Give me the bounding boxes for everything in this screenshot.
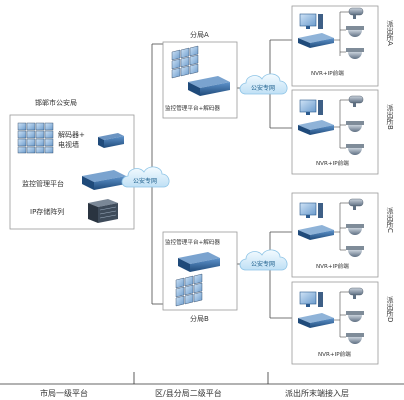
branch-b-video-wall-icon [175,273,203,307]
tier-city-label: 市局一级平台 [40,388,88,398]
station-b-device-label: NVR+IP前端 [316,159,349,167]
tier-axis: 市局一级平台 区/县分局二级平台 派出所末端接入层 [0,372,404,398]
camera-link-lines [334,291,349,338]
bullet-camera-icon [348,287,364,299]
center-cloud-label: 公安专网 [133,177,157,185]
nvr-device-icon [298,120,334,135]
branch-b-group: 监控管理平台+解码器 分局B [162,231,238,323]
branch-a-video-wall-icon [171,45,199,79]
branch-a-server-icon [188,76,230,96]
branch-a-cloud: 公安专网 [239,73,288,95]
dome-camera-icon [346,26,364,37]
decoder-label: 解码器+ [58,130,85,139]
station-b-side-label: 派出所B [386,104,394,130]
branch-b-platform-label: 监控管理平台+解码器 [165,238,220,246]
branch-b-title: 分局B [190,314,209,323]
camera-link-lines [334,99,349,149]
dome-camera-icon [346,121,364,132]
station-a-device-label: NVR+IP前端 [311,69,344,77]
station-a: NVR+IP前端 派出所A [291,5,394,87]
city-bureau-title: 邯郸市公安局 [35,98,77,107]
tier-station-label: 派出所末端接入层 [285,388,349,398]
station-d: NVR+IP前端 派出所D [291,281,394,365]
nvr-device-icon [298,313,334,328]
camera-link-lines [334,11,349,56]
workstation-icon [299,291,323,307]
dome-camera-icon [346,311,364,322]
branch-a-cloud-label: 公安专网 [251,84,275,92]
tier-district-label: 区/县分局二级平台 [155,388,222,398]
branch-a-title: 分局A [190,30,209,39]
dome-camera-icon [346,333,364,344]
decoder-device-icon [98,133,124,148]
tv-wall-icon [17,122,54,154]
station-a-side-label: 派出所A [386,20,394,46]
city-bureau-group: 邯郸市公安局 解码器+ 电 [9,98,135,230]
tv-wall-label: 电视墙 [58,140,79,149]
nvr-device-icon [298,33,334,48]
station-d-device-label: NVR+IP前端 [318,350,351,358]
station-c-device-label: NVR+IP前端 [316,262,349,270]
mgmt-platform-label: 监控管理平台 [22,179,64,188]
workstation-icon [299,202,323,218]
branch-b-cloud-label: 公安专网 [251,260,275,268]
ip-storage-array-icon [88,199,118,223]
camera-link-lines [334,202,349,251]
bullet-camera-icon [348,198,364,210]
station-b: NVR+IP前端 派出所B [291,89,394,175]
station-c: NVR+IP前端 派出所C [291,192,394,278]
ip-storage-label: IP存储阵列 [30,207,64,216]
station-d-side-label: 派出所D [386,296,394,322]
center-cloud: 公安专网 [121,166,170,188]
dome-camera-icon [346,224,364,235]
dome-camera-icon [346,48,364,59]
workstation-icon [299,13,323,29]
mgmt-platform-server-icon [82,170,126,190]
branch-b-server-icon [178,252,220,272]
workstation-icon [299,99,323,115]
bullet-camera-icon [348,7,364,19]
branch-a-group: 分局A 监控管理平台+解码器 [162,30,238,119]
dome-camera-icon [346,246,364,257]
nvr-device-icon [298,225,334,240]
branch-a-platform-label: 监控管理平台+解码器 [165,104,220,112]
branch-b-cloud: 公安专网 [239,249,288,271]
station-c-side-label: 派出所C [386,207,394,233]
dome-camera-icon [346,144,364,155]
bullet-camera-icon [348,95,364,107]
